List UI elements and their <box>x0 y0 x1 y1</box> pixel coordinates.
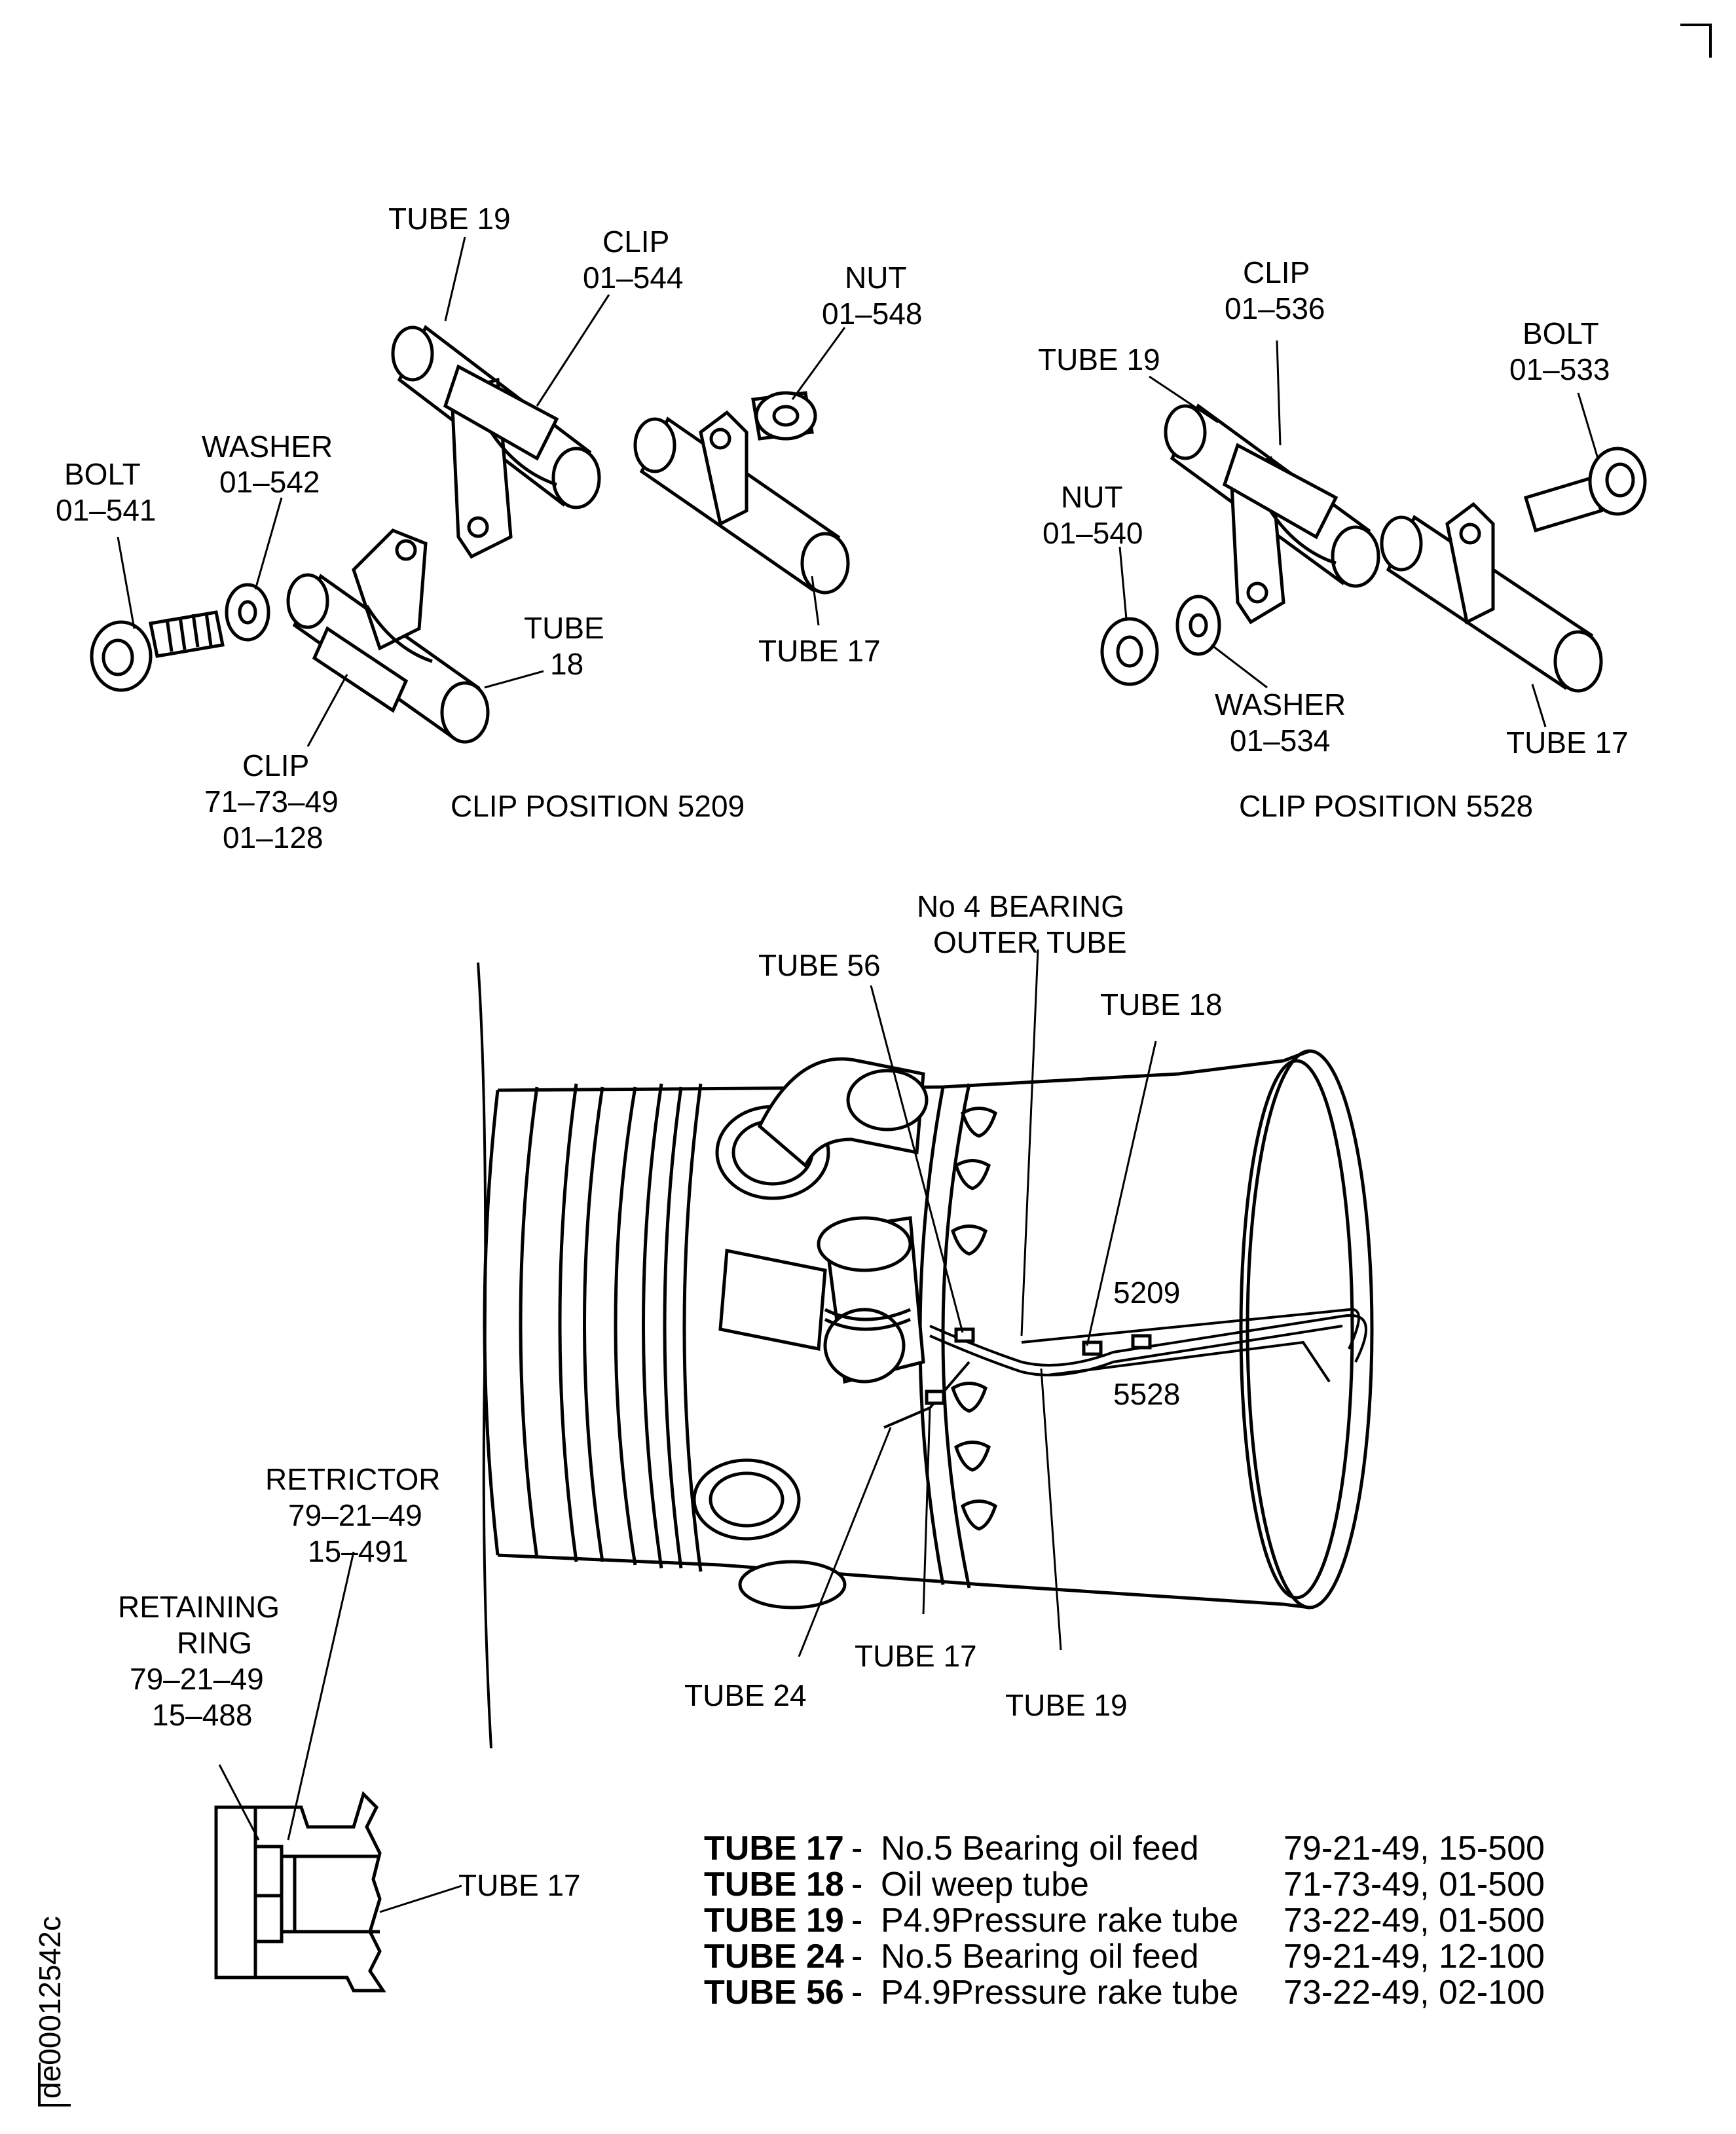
label-tube19-main: TUBE 19 <box>1005 1688 1128 1722</box>
tube-legend: TUBE 17 - No.5 Bearing oil feed 79-21-49… <box>704 1830 1545 2012</box>
legend-row: TUBE 18 - Oil weep tube 71-73-49, 01-500 <box>704 1866 1545 1904</box>
label-retrictor-num: 15–491 <box>308 1534 409 1568</box>
label-retrictor: RETRICTOR <box>265 1462 441 1496</box>
label-position-5528: 5528 <box>1113 1377 1180 1411</box>
legend-row: TUBE 17 - No.5 Bearing oil feed 79-21-49… <box>704 1830 1545 1867</box>
legend-dash: - <box>851 1902 862 1940</box>
label-tube17-5209: TUBE 17 <box>758 634 881 668</box>
label-retaining-ring-num: 15–488 <box>152 1698 253 1732</box>
legend-ref: 73-22-49, 01-500 <box>1284 1902 1545 1940</box>
nut-01-548-part <box>751 391 817 441</box>
washer-01-534-part <box>1175 595 1221 656</box>
label-washer-534: WASHER <box>1215 688 1346 722</box>
label-nut-540-num: 01–540 <box>1043 516 1143 550</box>
restrictor-detail-view <box>214 1551 462 1993</box>
label-clip-544-num: 01–544 <box>583 261 684 295</box>
corner-mark <box>1680 24 1712 58</box>
label-outer-tube: OUTER TUBE <box>933 925 1127 959</box>
legend-tube: TUBE 19 <box>704 1902 844 1940</box>
legend-row: TUBE 19 - P4.9Pressure rake tube 73-22-4… <box>704 1902 1545 1940</box>
label-bolt-541: BOLT <box>64 457 141 491</box>
bolt-01-533-part <box>1523 447 1647 533</box>
legend-desc: No.5 Bearing oil feed <box>881 1830 1199 1867</box>
legend-tube: TUBE 24 <box>704 1938 844 1976</box>
label-tube17-detail: TUBE 17 <box>458 1868 581 1902</box>
label-clip-128-ref: 71–73–49 <box>204 784 339 819</box>
label-washer-534-num: 01–534 <box>1230 724 1331 758</box>
legend-dash: - <box>851 1938 862 1976</box>
label-nut-548-num: 01–548 <box>822 297 923 331</box>
nut-01-540-part <box>1100 617 1159 686</box>
legend-tube: TUBE 56 <box>704 1974 844 2012</box>
label-tube17-main: TUBE 17 <box>855 1639 977 1673</box>
caption-clip-position-5528: CLIP POSITION 5528 <box>1239 789 1533 823</box>
legend-desc: Oil weep tube <box>881 1866 1089 1904</box>
label-bolt-533-num: 01–533 <box>1509 352 1610 386</box>
label-nut-540: NUT <box>1061 480 1123 514</box>
label-washer-542-num: 01–542 <box>219 465 320 499</box>
label-tube19-5209: TUBE 19 <box>388 202 511 236</box>
tube-17-clip-part <box>633 410 850 595</box>
legend-ref: 73-22-49, 02-100 <box>1284 1974 1545 2012</box>
label-clip-128: CLIP <box>242 748 309 782</box>
label-tube56: TUBE 56 <box>758 948 881 982</box>
legend-tube: TUBE 17 <box>704 1830 844 1867</box>
tube-19-clip-544-part <box>391 325 601 559</box>
legend-dash: - <box>851 1866 862 1904</box>
tube-routing <box>883 1308 1367 1429</box>
legend-desc: P4.9Pressure rake tube <box>881 1902 1238 1940</box>
legend-ref: 79-21-49, 12-100 <box>1284 1938 1545 1976</box>
label-retaining-ring-ref: 79–21–49 <box>130 1662 264 1696</box>
caption-clip-position-5209: CLIP POSITION 5209 <box>451 789 745 823</box>
id-corner-mark <box>38 2063 71 2106</box>
legend-dash: - <box>851 1830 862 1867</box>
drawing-id: de00012542c <box>33 1916 67 2099</box>
tube-19-clip-536-part <box>1164 403 1380 625</box>
legend-ref: 71-73-49, 01-500 <box>1284 1866 1545 1904</box>
label-tube18-num: 18 <box>550 647 583 681</box>
label-tube24: TUBE 24 <box>684 1678 807 1712</box>
legend-desc: P4.9Pressure rake tube <box>881 1974 1238 2012</box>
label-position-5209: 5209 <box>1113 1276 1180 1310</box>
label-nut-548: NUT <box>845 261 907 295</box>
label-bolt-533: BOLT <box>1523 316 1599 350</box>
clip-position-5528-view <box>1100 340 1647 727</box>
tube-17-clip-5528-part <box>1380 502 1603 693</box>
label-bolt-541-num: 01–541 <box>56 493 157 527</box>
label-tube17-5528: TUBE 17 <box>1506 726 1629 760</box>
label-washer-542: WASHER <box>202 430 333 464</box>
legend-ref: 79-21-49, 15-500 <box>1284 1830 1545 1867</box>
clip-position-5209-view <box>90 236 850 747</box>
legend-dash: - <box>851 1974 862 2012</box>
label-tube18-main: TUBE 18 <box>1100 987 1223 1021</box>
label-retaining-ring: RETAINING <box>118 1590 280 1624</box>
label-retaining-ring-2: RING <box>177 1626 252 1660</box>
bolt-01-541-part <box>90 610 225 692</box>
legend-row: TUBE 56 - P4.9Pressure rake tube 73-22-4… <box>704 1974 1545 2012</box>
label-retrictor-ref: 79–21–49 <box>288 1498 422 1532</box>
label-tube19-5528: TUBE 19 <box>1038 342 1160 377</box>
legend-row: TUBE 24 - No.5 Bearing oil feed 79-21-49… <box>704 1938 1545 1976</box>
legend-desc: No.5 Bearing oil feed <box>881 1938 1199 1976</box>
label-no4-bearing: No 4 BEARING <box>917 889 1124 923</box>
label-clip-544: CLIP <box>602 225 669 259</box>
washer-01-542-part <box>225 583 270 642</box>
legend-tube: TUBE 18 <box>704 1866 844 1904</box>
tube-18-clip-part <box>286 528 490 744</box>
label-clip-128-num: 01–128 <box>223 820 323 855</box>
engine-casing-view <box>477 962 1374 1749</box>
label-tube18-word: TUBE <box>524 611 604 645</box>
label-clip-536: CLIP <box>1243 255 1310 289</box>
label-clip-536-num: 01–536 <box>1225 291 1325 325</box>
